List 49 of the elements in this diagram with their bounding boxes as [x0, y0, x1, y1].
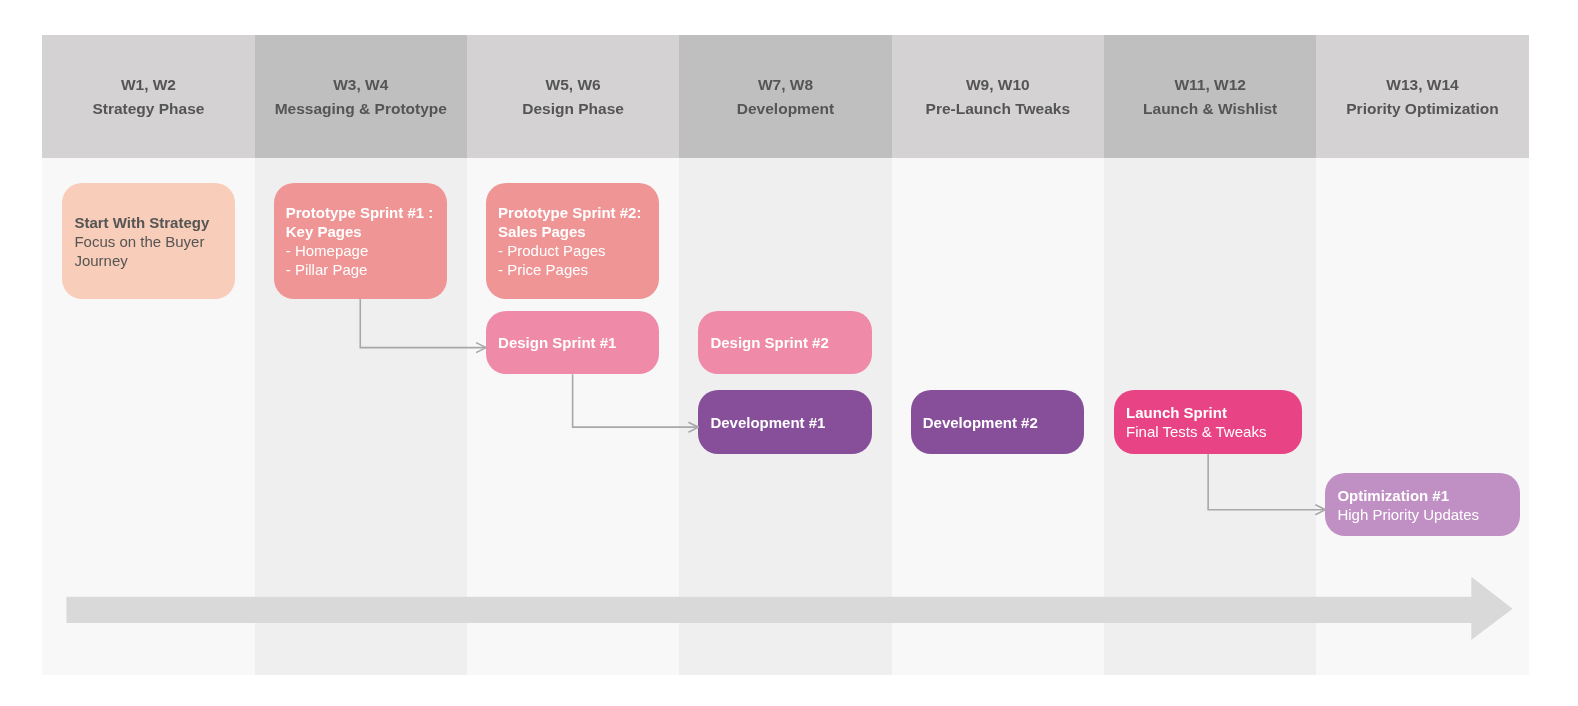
card-title: Development #2 [922, 412, 1039, 432]
task-card [486, 310, 660, 375]
phase-title: Design Phase [522, 98, 624, 119]
phase-title: Messaging & Prototype [274, 98, 447, 119]
card-title: Design Sprint #2 [710, 333, 830, 353]
week-label: W1, W2 [120, 74, 176, 95]
task-card [698, 390, 872, 454]
card-title: Launch Sprint [1126, 403, 1228, 423]
phase-column [1316, 35, 1529, 676]
phase-title: Pre-Launch Tweaks [925, 98, 1071, 119]
task-card [1114, 390, 1303, 454]
card-text: - Pillar Page [285, 260, 369, 279]
card-title: Start With Strategy [74, 212, 211, 232]
elbow-arrow [1207, 453, 1327, 516]
card-text: High Priority Updates [1337, 504, 1481, 524]
card-text: Focus on the Buyer Journey [74, 231, 206, 270]
card-text: Final Tests & Tweaks [1126, 422, 1268, 442]
card-title: Prototype Sprint #2: Sales Pages [498, 203, 643, 241]
task-card [1325, 473, 1520, 537]
task-card [62, 183, 236, 299]
task-card [486, 183, 660, 299]
task-card [698, 310, 872, 375]
phase-title: Strategy Phase [92, 98, 205, 119]
phase-column [254, 35, 467, 676]
phase-column [42, 35, 255, 676]
card-title: Design Sprint #1 [498, 333, 618, 353]
week-label: W9, W10 [965, 74, 1030, 95]
task-card [910, 390, 1084, 454]
phase-column [466, 35, 680, 676]
card-title: Development #1 [710, 412, 827, 432]
week-label: W5, W6 [545, 74, 601, 95]
elbow-arrow [571, 373, 700, 433]
card-text: - Homepage [285, 241, 370, 260]
phase-column [891, 35, 1104, 676]
task-card [273, 183, 447, 299]
phase-title: Launch & Wishlist [1143, 98, 1278, 119]
elbow-arrow [359, 298, 487, 354]
week-label: W11, W12 [1174, 74, 1246, 95]
card-title: Optimization #1 [1337, 485, 1451, 505]
phase-title: Priority Optimization [1346, 98, 1499, 119]
card-text: - Price Pages [498, 260, 590, 279]
week-label: W13, W14 [1386, 74, 1459, 95]
week-label: W7, W8 [757, 74, 814, 95]
card-title: Prototype Sprint #1 : Key Pages [285, 203, 435, 241]
card-text: - Product Pages [498, 241, 607, 260]
phase-column [679, 35, 892, 676]
week-label: W3, W4 [333, 74, 389, 95]
phase-column [1104, 35, 1317, 676]
phase-title: Development [736, 98, 835, 119]
